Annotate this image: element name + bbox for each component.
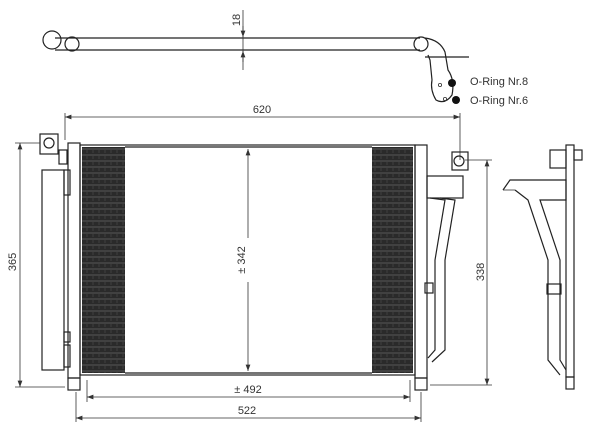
condenser-front-view (39, 133, 469, 391)
top-pipe-view (42, 30, 469, 104)
condenser-side-view (502, 144, 583, 390)
oring-8-label: O-Ring Nr.8 (470, 76, 528, 88)
dimension-core-width: ± 492 (86, 380, 411, 402)
dim-overall-height-label: 365 (7, 253, 19, 271)
dim-pipe-diameter-label: 18 (231, 14, 243, 26)
dimension-overall-width: 620 (64, 104, 461, 160)
dim-tank-width-label: 522 (238, 405, 256, 417)
dimension-overall-height: 365 (7, 142, 65, 388)
dimension-bracket-height: 338 (430, 159, 492, 386)
dimension-tank-width: 522 (75, 392, 422, 422)
dim-core-width-label: ± 492 (234, 384, 261, 396)
dim-bracket-height-label: 338 (475, 263, 487, 281)
dim-core-height-label: ± 342 (236, 246, 248, 273)
dim-overall-width-label: 620 (253, 104, 271, 116)
dimension-core-height: ± 342 (236, 149, 252, 371)
oring-6-label: O-Ring Nr.6 (470, 95, 528, 107)
dimension-pipe-diameter: 18 (231, 10, 246, 70)
